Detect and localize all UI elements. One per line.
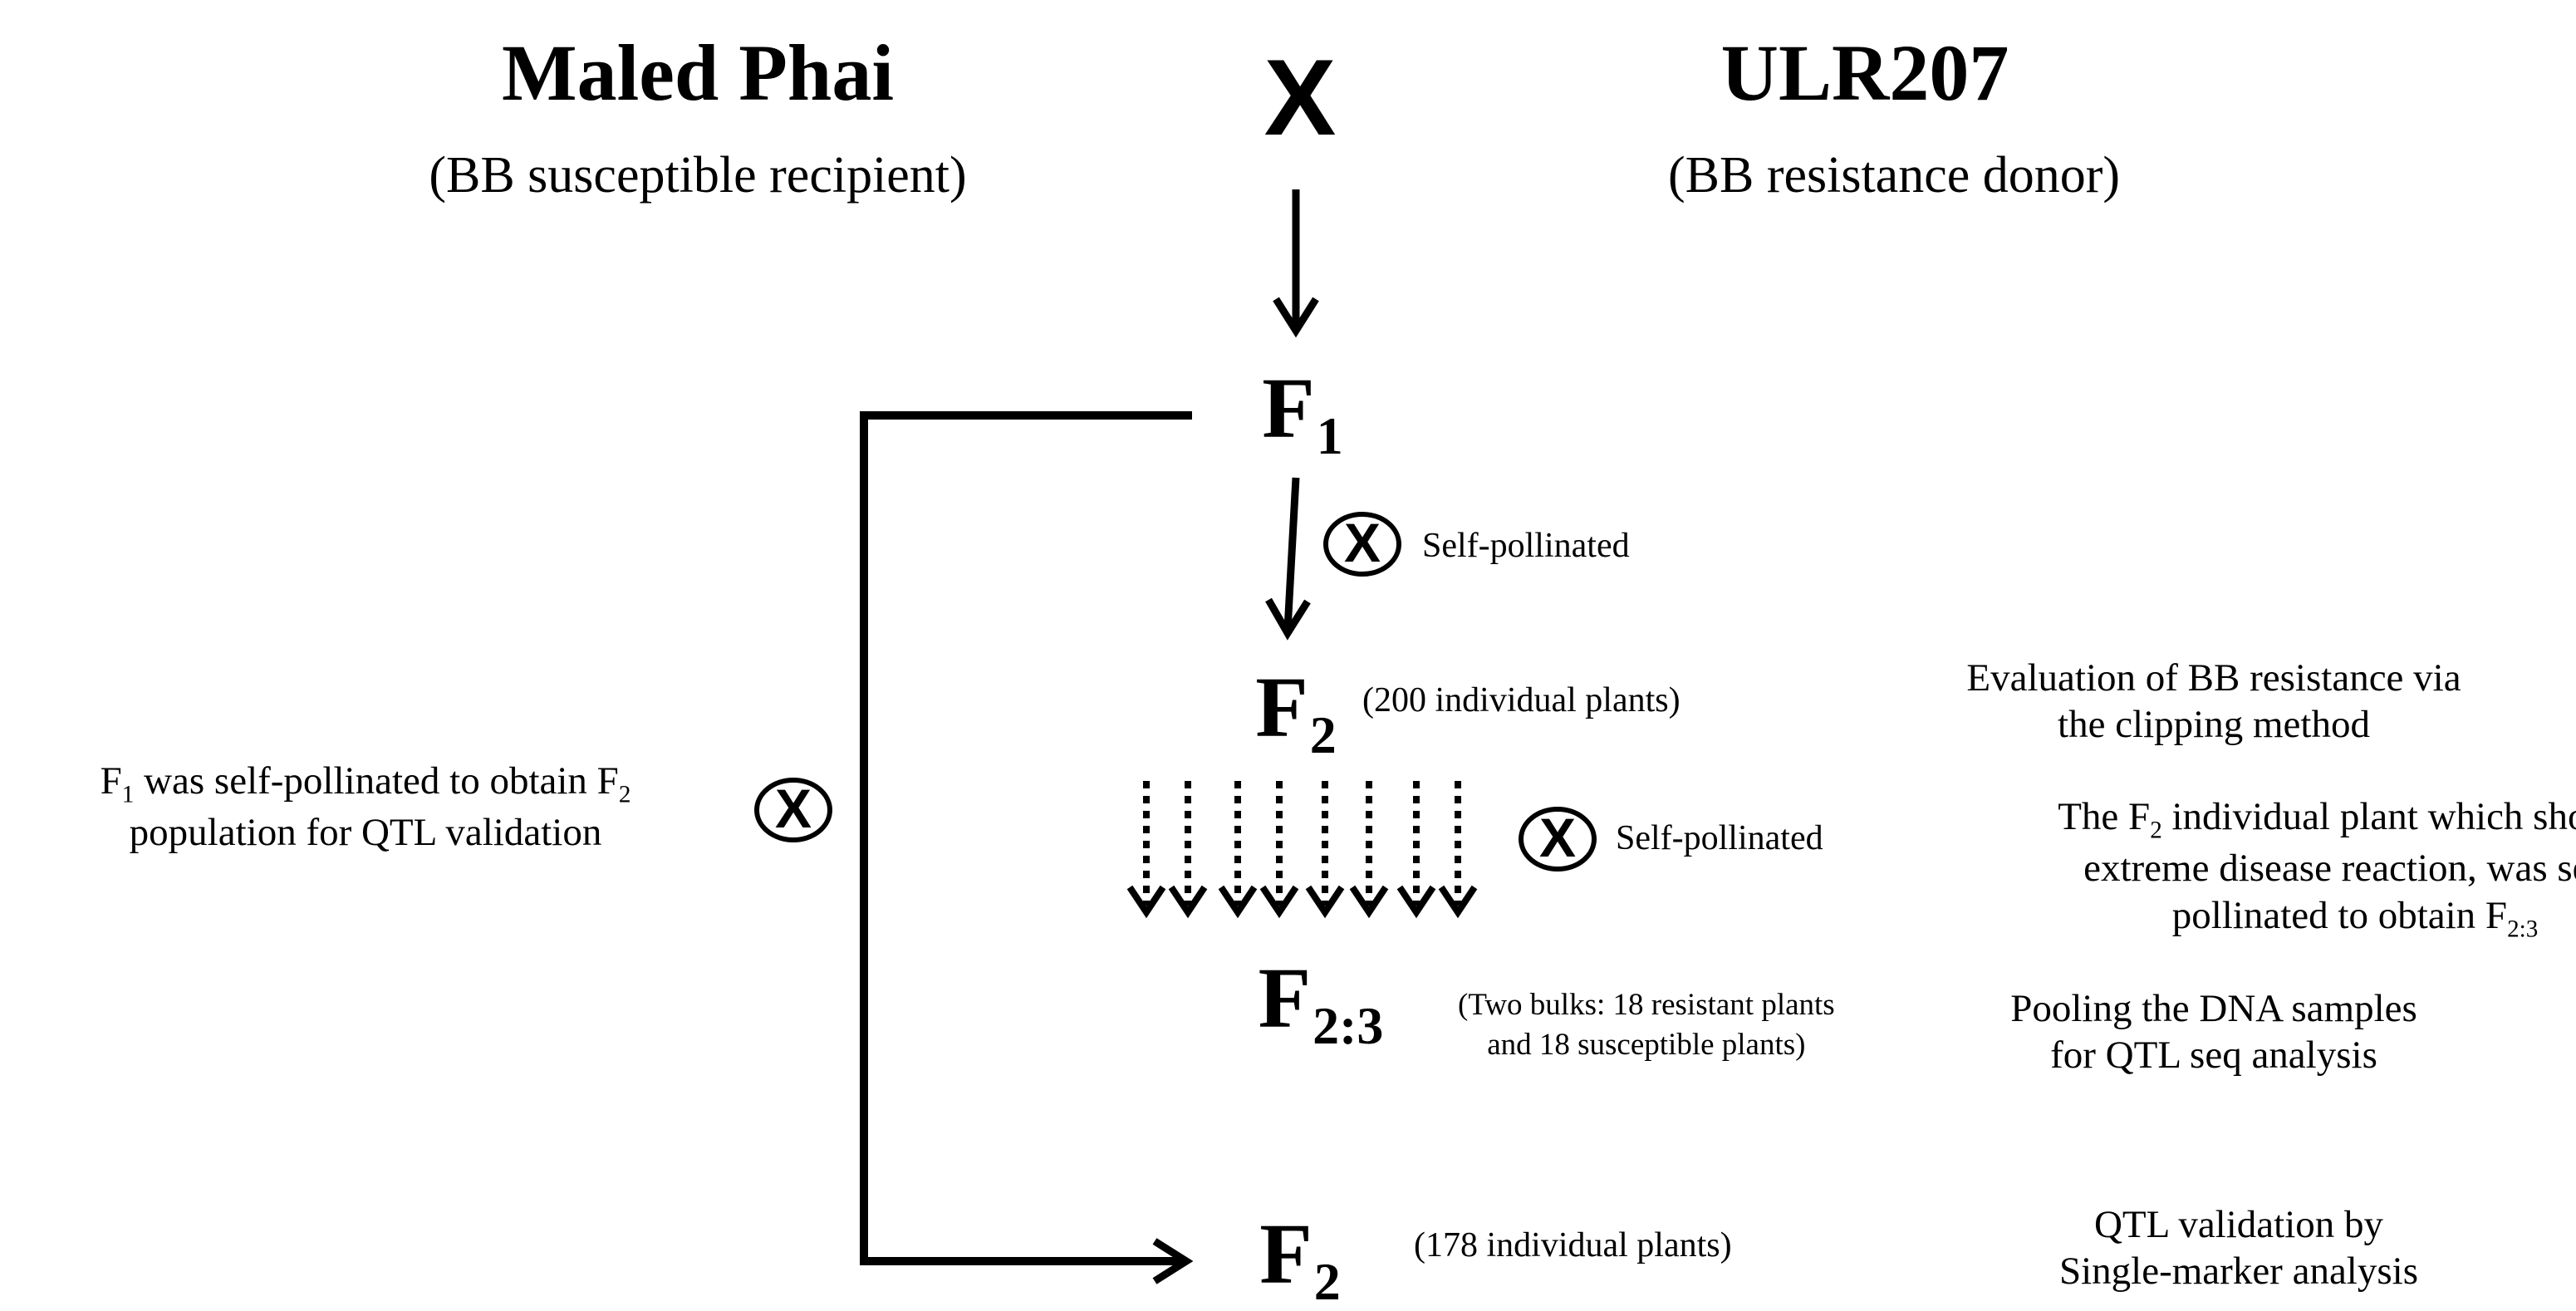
self-pollination-symbol-2 (1519, 807, 1597, 872)
parent-recipient-role: (BB susceptible recipient) (429, 147, 967, 204)
cross-symbol: X (1263, 37, 1337, 158)
parent-recipient-name: Maled Phai (502, 28, 894, 117)
dotted-arrow (1438, 781, 1478, 919)
generation-f2-validation: F2 (1259, 1206, 1341, 1311)
dotted-arrow (1305, 781, 1345, 919)
self-x-left: X (774, 778, 812, 839)
generation-f1: F1 (1262, 361, 1343, 466)
dotted-arrow (1218, 781, 1258, 919)
f2-validation-note: (178 individual plants) (1414, 1226, 1732, 1264)
self-pollinated-label-2: Self-pollinated (1616, 819, 1823, 857)
self-pollination-symbol-1 (1323, 512, 1401, 577)
dotted-arrow (1349, 781, 1389, 919)
left-note: F1 was self-pollinated to obtain F2 popu… (100, 759, 631, 855)
parent-donor-name: ULR207 (1720, 28, 2009, 117)
validation-bracket-arrow (860, 411, 1194, 1284)
self-pollinated-label-1: Self-pollinated (1422, 527, 1630, 565)
self-x-2: X (1538, 807, 1577, 868)
arrow-f1-to-f2 (1265, 477, 1311, 641)
description-evaluation: Evaluation of BB resistance via the clip… (1966, 656, 2461, 747)
description-validation: QTL validation by Single-marker analysis (2058, 1203, 2419, 1294)
dotted-arrow (1259, 781, 1299, 919)
dotted-arrow (1126, 781, 1166, 919)
generation-f2: F2 (1255, 660, 1337, 765)
arrow-cross-to-f1 (1273, 189, 1319, 338)
generation-f23: F2:3 (1258, 950, 1384, 1056)
parent-donor-role: (BB resistance donor) (1667, 147, 2121, 204)
self-x-1: X (1343, 512, 1381, 573)
self-pollination-symbol-left (754, 778, 832, 842)
dotted-arrow (1396, 781, 1436, 919)
f2-population-note: (200 individual plants) (1362, 681, 1681, 719)
dotted-arrow (1168, 781, 1208, 919)
description-selection: The F2 individual plant which showed ext… (2058, 795, 2576, 943)
dotted-arrows-group (1126, 781, 1478, 919)
description-pooling: Pooling the DNA samples for QTL seq anal… (2010, 987, 2417, 1078)
